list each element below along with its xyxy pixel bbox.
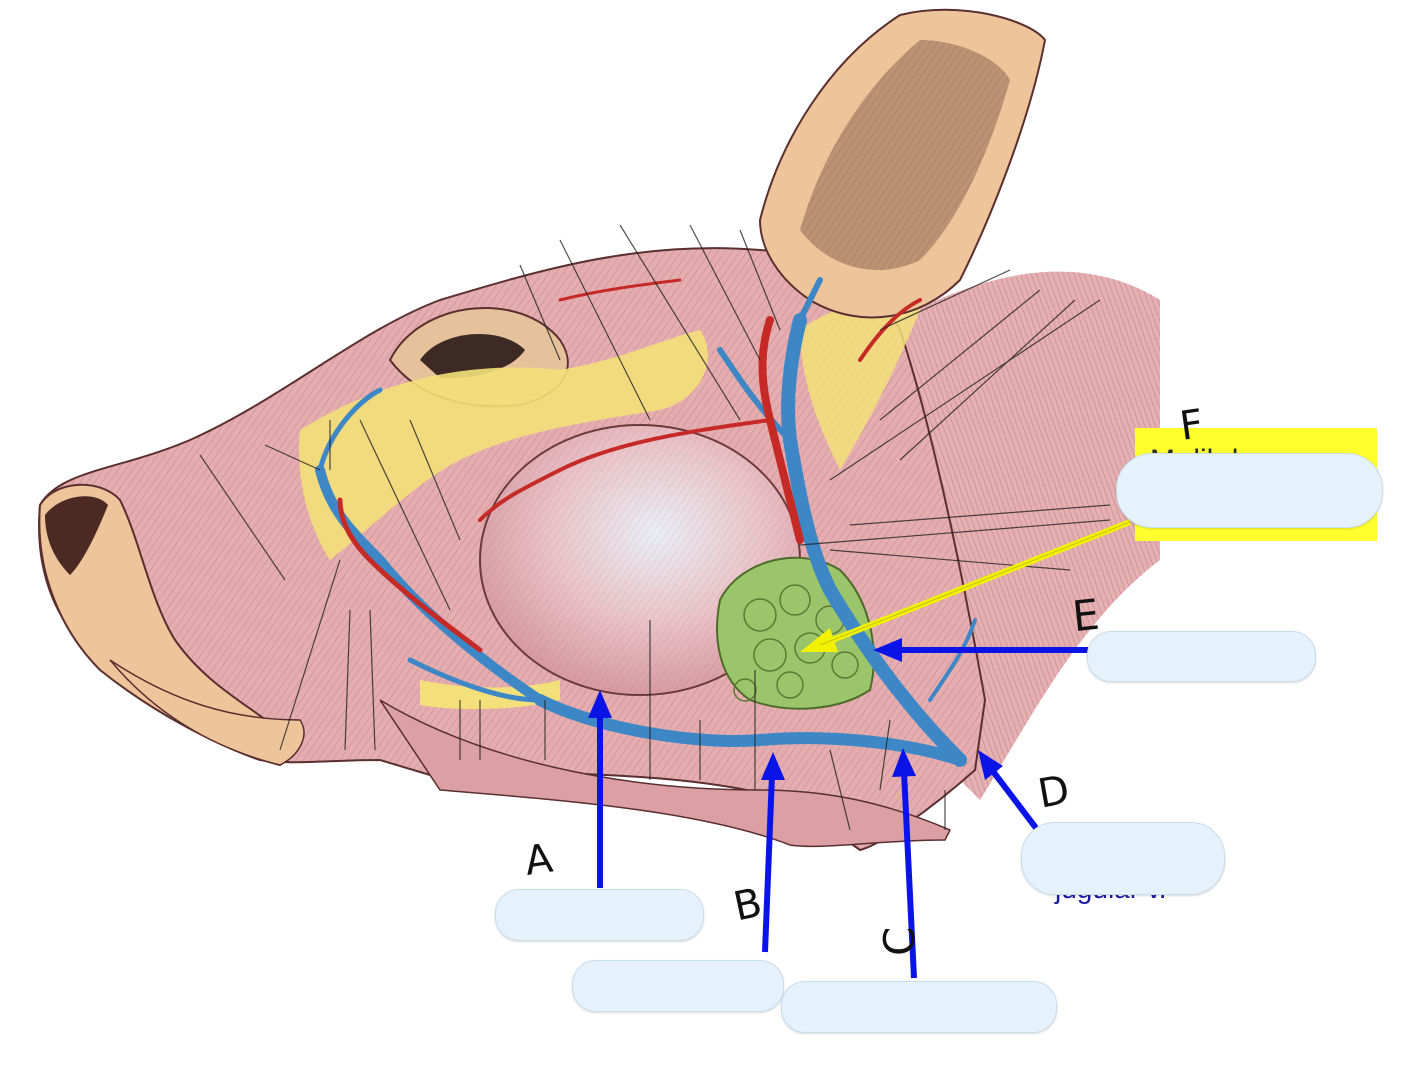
arrow-b [761,752,785,953]
head-illustration [38,8,1160,852]
arrow-a [588,690,612,888]
veins [315,277,977,767]
fat-region-upper [299,330,708,560]
snout-skin [38,483,292,767]
label-a: A [522,835,556,884]
arrow-c [892,748,917,979]
arrow-e [873,638,1088,662]
answer-box-e[interactable] [1087,631,1316,682]
leader-lines [199,224,1111,831]
answer-box-b[interactable] [572,960,784,1012]
label-e: E [1070,590,1102,642]
label-c: C [875,927,924,956]
nostril [45,496,108,575]
fat-region-neck [800,299,920,470]
label-d: D [1035,767,1073,818]
eye [420,333,525,379]
answer-box-c[interactable] [781,981,1057,1033]
answer-box-a[interactable] [495,889,704,941]
label-b: B [730,880,766,931]
answer-box-d[interactable] [1021,822,1225,895]
lower-lip [109,659,305,766]
arteries [337,278,922,653]
answer-box-f[interactable] [1116,453,1383,528]
arrow-d [978,750,1039,830]
lower-jaw [379,699,952,848]
arrow-f [800,519,1132,652]
